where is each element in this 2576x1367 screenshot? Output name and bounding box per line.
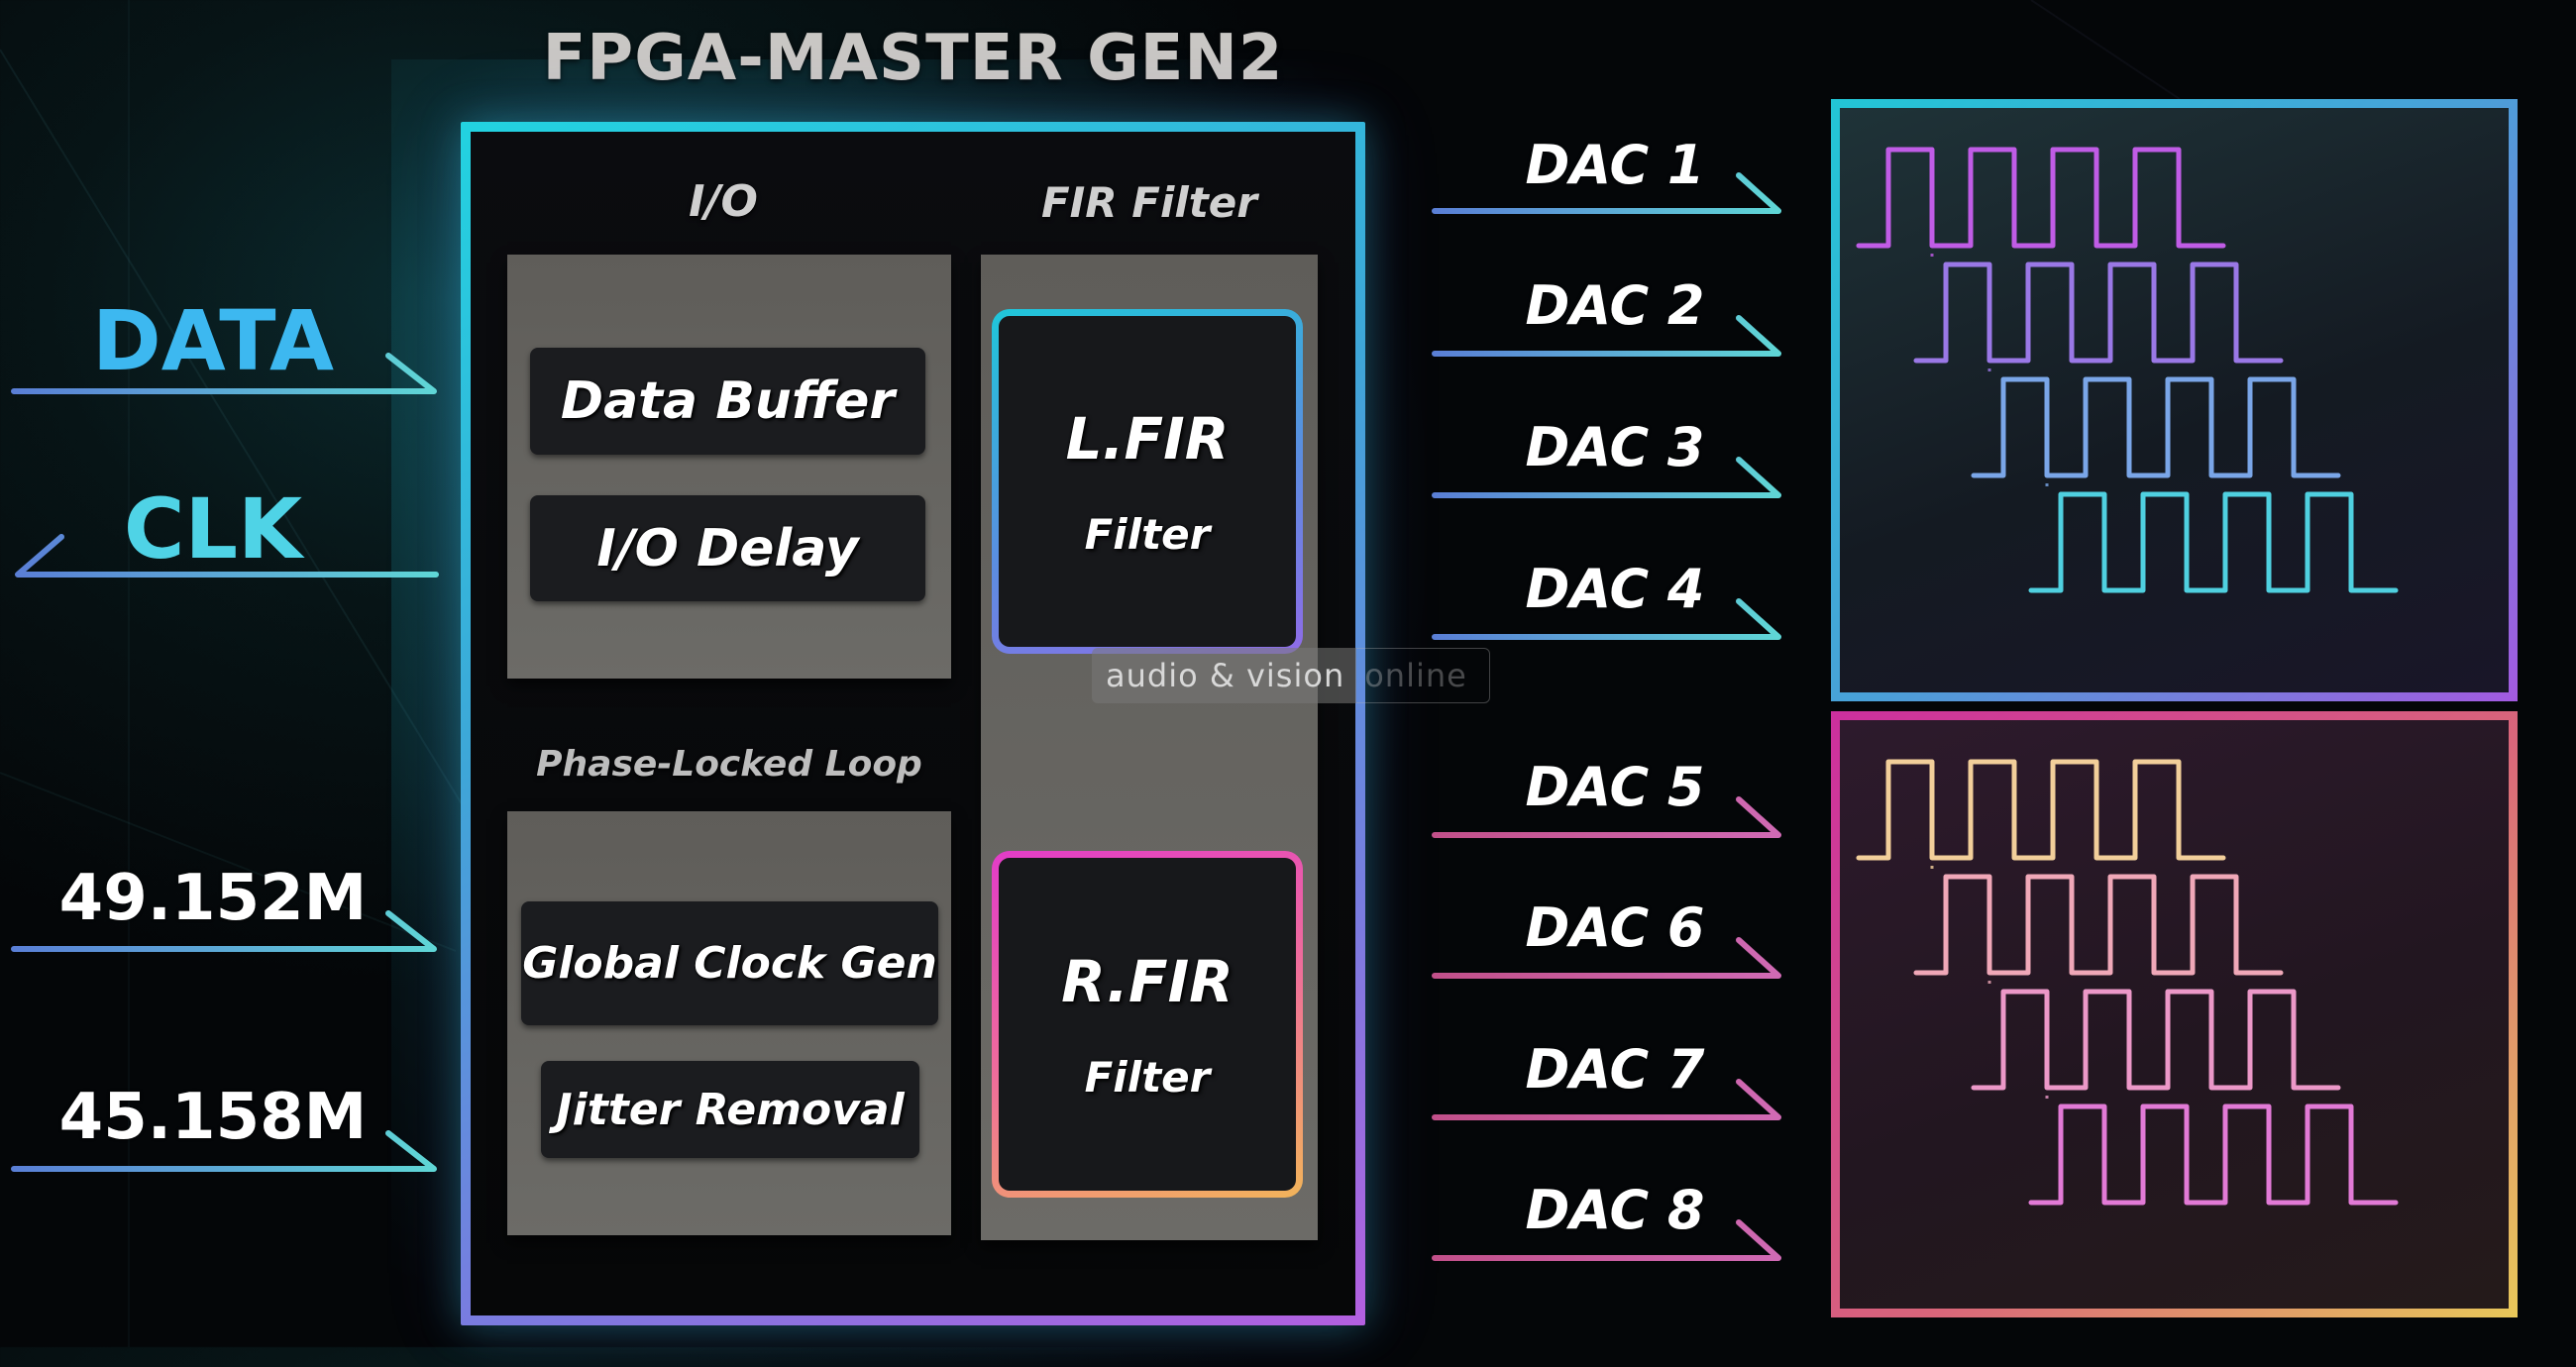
waveform-panel-right-channel — [1831, 711, 2518, 1317]
left-fir-sub: Filter — [1084, 509, 1211, 559]
watermark-left: audio & vision — [1092, 648, 1357, 703]
io-delay-block[interactable]: I/O Delay — [530, 495, 925, 601]
pll-section-label: Phase-Locked Loop — [536, 744, 922, 785]
left-fir-filter[interactable]: L.FIR Filter — [992, 309, 1303, 654]
dac-4-label: DAC 4 — [1525, 558, 1705, 620]
global-clock-gen-block[interactable]: Global Clock Gen — [521, 901, 938, 1025]
waveform-right-ch2 — [1913, 874, 2284, 976]
arrow-clk — [15, 534, 439, 578]
arrow-dac-2 — [1432, 315, 1781, 357]
arrow-dac-8 — [1432, 1219, 1781, 1261]
arrow-data — [11, 353, 437, 394]
arrow-dac-1 — [1432, 172, 1781, 214]
waveform-right-ch1 — [1856, 759, 2226, 861]
waveform-right-ch3 — [1971, 989, 2341, 1091]
left-fir-name: L.FIR — [1065, 404, 1230, 473]
right-fir-filter[interactable]: R.FIR Filter — [992, 851, 1303, 1198]
global-clock-gen-label: Global Clock Gen — [522, 938, 937, 989]
arrow-49-152m — [11, 910, 437, 952]
watermark: audio & vision online — [1092, 648, 1490, 703]
right-fir-name: R.FIR — [1061, 947, 1234, 1015]
dac-8-label: DAC 8 — [1525, 1179, 1705, 1241]
arrow-dac-4 — [1432, 598, 1781, 640]
data-buffer-label: Data Buffer — [560, 371, 896, 431]
fir-section-label: FIR Filter — [1040, 178, 1258, 227]
waveform-left-ch3 — [1971, 376, 2341, 478]
arrow-dac-7 — [1432, 1079, 1781, 1120]
dac-5-label: DAC 5 — [1525, 756, 1705, 818]
jitter-removal-label: Jitter Removal — [556, 1084, 905, 1135]
waveform-right-ch4 — [2028, 1104, 2399, 1206]
dac-2-label: DAC 2 — [1525, 274, 1705, 337]
waveform-panel-left-channel — [1831, 99, 2518, 701]
page-title: FPGA-MASTER GEN2 — [542, 22, 1284, 95]
clock-49m-label: 49.152M — [58, 862, 368, 935]
arrow-dac-6 — [1432, 937, 1781, 979]
arrow-45-158m — [11, 1130, 437, 1172]
jitter-removal-block[interactable]: Jitter Removal — [541, 1061, 919, 1158]
waveform-left-ch1 — [1856, 147, 2226, 249]
arrow-dac-5 — [1432, 796, 1781, 838]
arrow-dac-3 — [1432, 457, 1781, 498]
right-fir-sub: Filter — [1084, 1052, 1211, 1102]
io-section-label: I/O — [689, 176, 758, 227]
dac-3-label: DAC 3 — [1525, 416, 1705, 478]
io-panel — [507, 255, 951, 679]
watermark-right: online — [1356, 648, 1490, 703]
clock-45m-label: 45.158M — [58, 1081, 368, 1154]
dac-7-label: DAC 7 — [1525, 1038, 1705, 1101]
waveform-left-ch4 — [2028, 491, 2399, 593]
data-buffer-block[interactable]: Data Buffer — [530, 348, 925, 455]
clk-input-label: CLK — [123, 480, 303, 578]
dac-6-label: DAC 6 — [1525, 896, 1705, 959]
dac-1-label: DAC 1 — [1525, 134, 1705, 196]
waveform-left-ch2 — [1913, 262, 2284, 364]
io-delay-label: I/O Delay — [596, 518, 859, 578]
data-input-label: DATA — [91, 292, 334, 389]
